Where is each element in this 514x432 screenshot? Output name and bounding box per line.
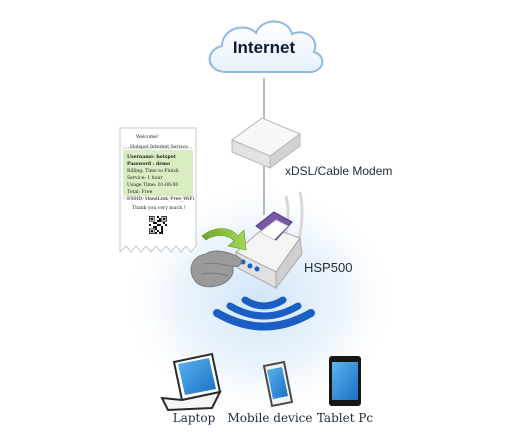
receipt-line: ESSID: HandLink_Free_WiFi: [127, 197, 195, 202]
receipt-line: Service: 1 hour: [127, 176, 163, 181]
receipt-paper: [119, 127, 197, 254]
receipt-line: Usage Time: 01:00:00: [127, 183, 179, 188]
mobile-device-label: Mobile device: [227, 411, 313, 425]
receipt-line: Thank you very much !: [132, 206, 186, 211]
arrow-icon: [201, 228, 247, 251]
receipt-line: Password : demo: [127, 162, 171, 167]
tablet-label: Tablet Pc: [316, 411, 374, 425]
tablet-icon: [329, 356, 361, 406]
receipt-line: Welcome!: [136, 135, 159, 140]
receipt-line: Hotspot Internet Service: [130, 145, 188, 150]
receipt: Welcome! Hotspot Internet Service Userna…: [120, 128, 196, 252]
receipt-line: Username: hotspot: [127, 155, 176, 160]
qr-code-icon: [149, 216, 167, 234]
modem-label: xDSL/Cable Modem: [285, 164, 393, 178]
receipt-line: Total: Free: [127, 190, 153, 195]
printer-label: HSP500: [304, 260, 353, 275]
receipt-line: Billing: Time to Finish: [127, 169, 179, 174]
printer-icon: [235, 191, 304, 290]
laptop-icon: [160, 352, 222, 412]
phone-icon: [262, 360, 294, 408]
laptop-label: Laptop: [172, 411, 216, 425]
hand-icon: [190, 250, 242, 288]
wifi-signal-icon: [213, 296, 315, 331]
internet-label: Internet: [232, 38, 296, 57]
cloud-icon: [208, 20, 324, 74]
